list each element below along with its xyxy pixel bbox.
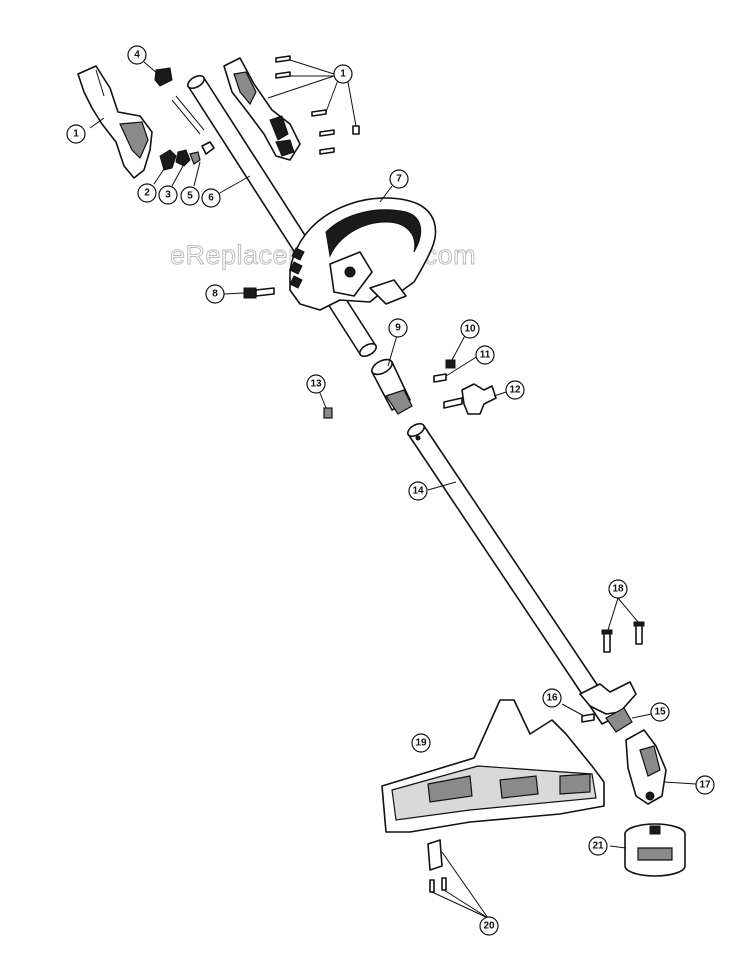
- svg-text:17: 17: [699, 780, 711, 791]
- svg-text:16: 16: [546, 693, 558, 704]
- line-cutter-blade: [427, 839, 447, 893]
- svg-text:1: 1: [340, 69, 346, 80]
- callout-7: 7: [389, 169, 409, 189]
- svg-text:11: 11: [480, 350, 491, 361]
- svg-text:9: 9: [395, 323, 401, 334]
- shaft-coupler: [371, 358, 413, 415]
- callout-19: 19: [411, 733, 431, 753]
- svg-text:19: 19: [415, 738, 427, 749]
- coupler-knob: [443, 383, 497, 415]
- callout-18: 18: [608, 579, 628, 599]
- svg-text:10: 10: [464, 324, 476, 335]
- debris-guard: [381, 699, 605, 833]
- line-spool: [624, 823, 686, 877]
- callout-13: 13: [306, 374, 326, 394]
- lock-nut: [323, 407, 333, 419]
- callout-2: 2: [137, 183, 157, 203]
- trimmer-head-gearbox: [625, 729, 667, 805]
- callout-1b: 1: [333, 64, 353, 84]
- svg-text:18: 18: [612, 584, 624, 595]
- trigger-parts: [159, 141, 215, 171]
- svg-text:12: 12: [509, 385, 521, 396]
- front-d-handle: [289, 197, 437, 311]
- svg-text:8: 8: [212, 289, 218, 300]
- svg-text:20: 20: [483, 921, 495, 932]
- svg-text:4: 4: [134, 50, 140, 61]
- coupler-screw: [433, 373, 447, 383]
- lower-shaft: [407, 422, 619, 725]
- callout-5: 5: [180, 186, 200, 206]
- svg-text:6: 6: [208, 193, 214, 204]
- handle-housing-right: [223, 57, 301, 161]
- callout-8: 8: [205, 284, 225, 304]
- callout-21: 21: [588, 836, 608, 856]
- callout-10: 10: [460, 319, 480, 339]
- callout-16: 16: [542, 688, 562, 708]
- svg-text:3: 3: [165, 190, 171, 201]
- callout-14: 14: [408, 481, 428, 501]
- leader-lines: [89, 59, 697, 919]
- svg-text:21: 21: [592, 841, 604, 852]
- callout-20: 20: [479, 916, 499, 936]
- callout-4: 4: [127, 45, 147, 65]
- callout-6: 6: [201, 188, 221, 208]
- clamp-screw: [581, 713, 595, 723]
- svg-text:2: 2: [144, 188, 150, 199]
- callout-1a: 1: [66, 124, 86, 144]
- svg-text:5: 5: [187, 191, 193, 202]
- callout-17: 17: [695, 775, 715, 795]
- callout-9: 9: [388, 318, 408, 338]
- svg-text:1: 1: [73, 129, 79, 140]
- svg-text:14: 14: [412, 486, 424, 497]
- housing-screws: [275, 55, 360, 155]
- callout-3: 3: [158, 185, 178, 205]
- svg-text:13: 13: [310, 379, 322, 390]
- clamp-screws: [601, 621, 645, 653]
- switch-cap: [154, 67, 173, 87]
- nut: [445, 359, 456, 369]
- handle-housing-left: [77, 65, 153, 179]
- shaft-clamp: [579, 681, 637, 733]
- svg-text:15: 15: [654, 707, 666, 718]
- callout-15: 15: [650, 702, 670, 722]
- handle-bolt: [243, 287, 275, 299]
- callout-11: 11: [475, 345, 495, 365]
- link-rod: [171, 95, 205, 135]
- callout-12: 12: [505, 380, 525, 400]
- svg-text:7: 7: [396, 174, 402, 185]
